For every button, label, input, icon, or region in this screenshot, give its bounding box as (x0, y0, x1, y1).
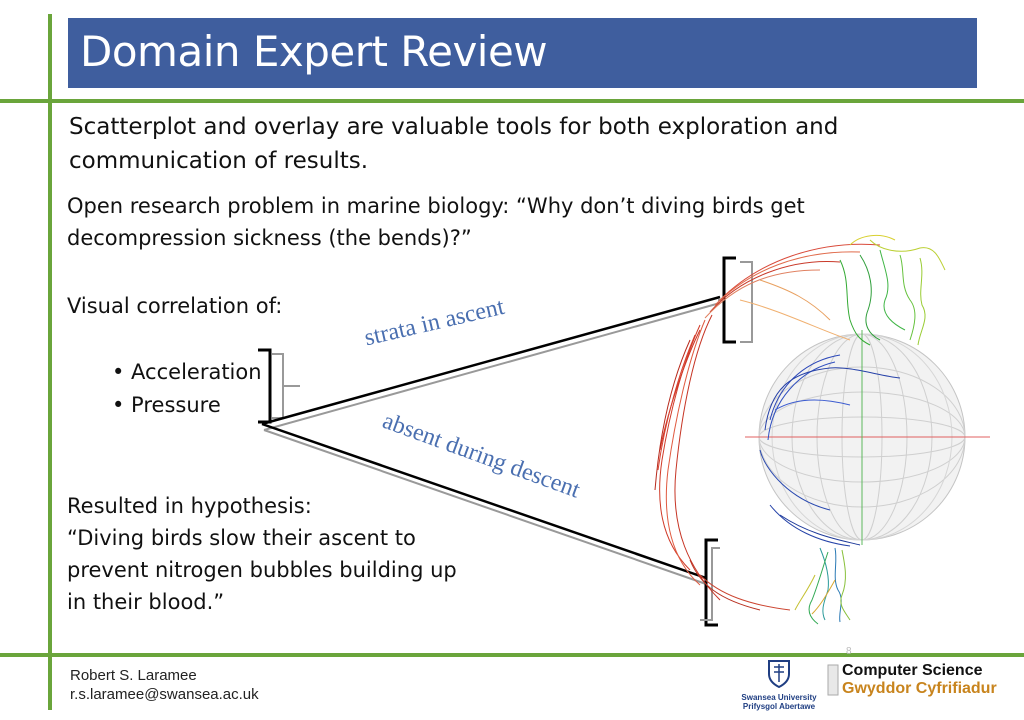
author-email: r.s.laramee@swansea.ac.uk (70, 686, 259, 703)
university-name-cy: Prifysgol Abertawe (742, 702, 816, 711)
dive-trajectories (654, 234, 946, 625)
university-crest-icon (768, 660, 790, 689)
department-mark-icon (827, 664, 839, 696)
ascent-bracket (722, 256, 736, 344)
descent-bracket-shadow (700, 547, 720, 621)
hypothesis-text: “Diving birds slow their ascent to preve… (67, 526, 457, 614)
ascent-connector (261, 295, 721, 426)
slide-title: Domain Expert Review (80, 27, 548, 76)
page-number: 8 (846, 646, 852, 657)
descent-connector-shadow (263, 429, 707, 585)
title-band (68, 18, 977, 88)
problem-text: Open research problem in marine biology:… (67, 194, 805, 250)
swansea-university-logo: Swansea University Prifysgol Abertawe (733, 658, 825, 711)
correlation-heading: Visual correlation of: (67, 294, 283, 318)
intro-text: Scatterplot and overlay are valuable too… (69, 114, 839, 174)
bullets-bracket (258, 348, 272, 424)
author-name: Robert S. Laramee (70, 667, 197, 684)
ascent-connector-shadow (263, 302, 721, 431)
bullet-pressure: • Pressure (112, 393, 221, 417)
university-name-en: Swansea University (741, 693, 817, 702)
left-accent-bar (48, 14, 52, 710)
descent-bracket (704, 538, 718, 627)
result-heading: Resulted in hypothesis: (67, 494, 312, 518)
footer-divider (0, 653, 1024, 657)
header-divider (0, 99, 1024, 103)
descent-connector (261, 422, 707, 580)
bullets-bracket-shadow (272, 353, 300, 419)
bullet-acceleration: • Acceleration (112, 360, 262, 384)
computer-science-logo: Computer Science Gwyddor Cyfrifiadur (826, 662, 997, 698)
footer-author-block: Robert S. Laramee r.s.laramee@swansea.ac… (70, 666, 259, 704)
ascent-bracket-shadow (718, 261, 753, 343)
department-name-cy: Gwyddor Cyfrifiadur (842, 680, 997, 697)
department-name-en: Computer Science (842, 662, 983, 679)
